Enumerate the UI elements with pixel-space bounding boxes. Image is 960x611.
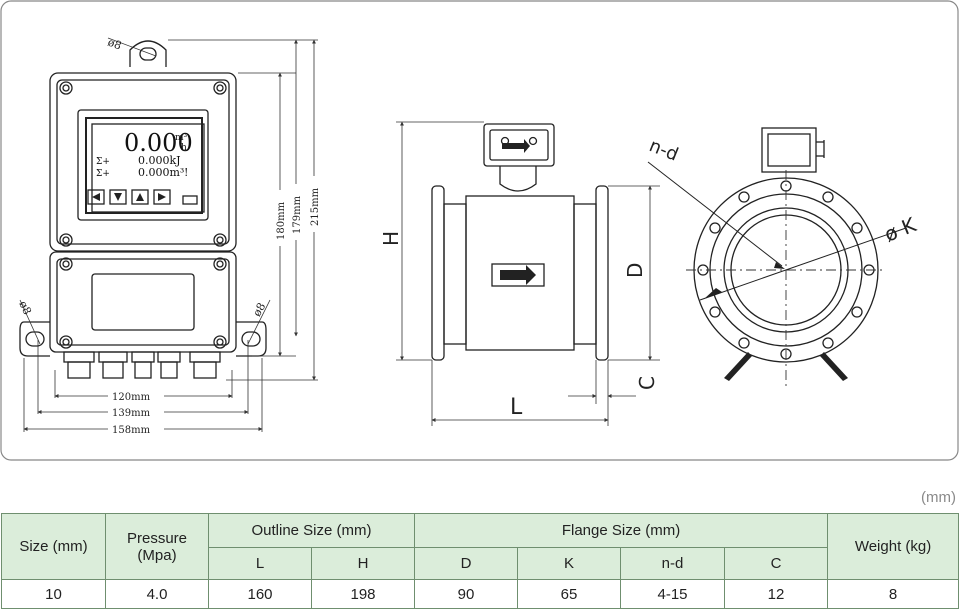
table-row: 10 4.0 160 198 90 65 4-15 12 8 bbox=[1, 579, 960, 609]
screen-line2: 0.000kJ bbox=[138, 154, 181, 167]
dim-label-c: C bbox=[635, 376, 659, 390]
dim-139: 139mm bbox=[112, 408, 151, 419]
header-nd: n-d bbox=[620, 547, 725, 580]
dim-label-l: L bbox=[510, 395, 523, 420]
dim-179: 179mm bbox=[292, 195, 303, 234]
front-view bbox=[19, 40, 267, 379]
header-size: Size (mm) bbox=[1, 513, 106, 580]
screen-line3-suffix: ! bbox=[184, 166, 188, 179]
cell-weight: 8 bbox=[827, 579, 960, 609]
hole-top-label: ø8 bbox=[106, 36, 123, 53]
cell-size: 10 bbox=[1, 579, 106, 609]
screen-line3-prefix: Σ+ bbox=[96, 169, 110, 179]
cell-d: 90 bbox=[414, 579, 518, 609]
header-k: K bbox=[517, 547, 621, 580]
dim-label-d: D bbox=[623, 263, 647, 278]
dim-180: 180mm bbox=[276, 201, 287, 240]
flange-support-left bbox=[724, 352, 752, 381]
header-flange-size: Flange Size (mm) bbox=[413, 513, 829, 548]
cell-h: 198 bbox=[311, 579, 415, 609]
dim-215: 215mm bbox=[310, 187, 321, 226]
screen-main-value: 0.000 bbox=[124, 129, 193, 157]
flange-support-right bbox=[820, 352, 848, 381]
dim-label-h: H bbox=[379, 231, 403, 246]
cell-nd: 4-15 bbox=[620, 579, 725, 609]
cell-c: 12 bbox=[723, 579, 829, 609]
header-l: L bbox=[208, 547, 312, 580]
header-outline-size: Outline Size (mm) bbox=[208, 513, 415, 548]
header-h: H bbox=[311, 547, 415, 580]
header-d: D bbox=[414, 547, 518, 580]
flange-bolt-holes bbox=[697, 180, 875, 360]
side-view bbox=[431, 123, 609, 361]
cell-l: 160 bbox=[208, 579, 312, 609]
side-dimension-lines bbox=[396, 121, 660, 426]
header-weight: Weight (kg) bbox=[827, 513, 960, 580]
table-unit-note: (mm) bbox=[921, 489, 956, 506]
front-view-button-glyphs bbox=[92, 193, 166, 201]
screen-main-unit-top: m³ bbox=[175, 133, 188, 143]
hole-right-label: ø8 bbox=[250, 300, 268, 318]
flow-direction-arrow-body bbox=[500, 265, 536, 285]
dim-158: 158mm bbox=[112, 425, 151, 436]
screen-line2-prefix: Σ+ bbox=[96, 157, 110, 167]
header-pressure-line2: (Mpa) bbox=[137, 546, 177, 564]
flowmeter-drawing: 0.000 m³ h Σ+ 0.000kJ Σ+ 0.000m³ ! ø8 ø8… bbox=[0, 0, 959, 461]
cell-pressure: 4.0 bbox=[105, 579, 209, 609]
flow-direction-arrow-head bbox=[502, 139, 530, 153]
header-pressure-line1: Pressure bbox=[126, 529, 188, 547]
header-pressure: Pressure (Mpa) bbox=[105, 513, 209, 580]
header-c: C bbox=[723, 547, 829, 580]
hole-left-label: ø8 bbox=[16, 299, 34, 317]
screen-main-unit-bottom: h bbox=[181, 143, 187, 153]
dim-120: 120mm bbox=[112, 392, 151, 403]
specification-table: Size (mm) Pressure (Mpa) Outline Size (m… bbox=[1, 513, 960, 609]
screen-line3: 0.000m³ bbox=[138, 166, 184, 179]
drawing-frame bbox=[0, 0, 959, 461]
cell-k: 65 bbox=[517, 579, 621, 609]
